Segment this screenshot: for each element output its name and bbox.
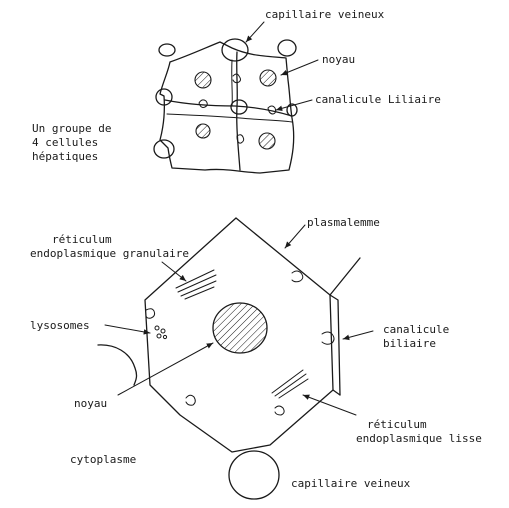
label-capillaire-veineux-top: capillaire veineux [265, 8, 385, 21]
canaliculus-bottom [236, 134, 245, 144]
arrow-reticulum-lisse [302, 394, 357, 416]
label-reticulum-lisse-line2: endoplasmique lisse [356, 432, 482, 445]
arrow-noyau-top [280, 59, 319, 76]
nucleus-bottom-left [195, 123, 211, 139]
cell-division-vertical [236, 51, 241, 171]
canaliculus-lower-left [185, 394, 196, 406]
canaliculus-top [232, 73, 241, 84]
label-group-line1: Un groupe de [32, 122, 111, 135]
capillary-top-center [221, 38, 249, 62]
canaliculus-left-wall [145, 308, 156, 319]
arrow-lysosomes [104, 324, 151, 335]
neighbor-line-top [329, 257, 361, 296]
nucleus-top-left [194, 71, 212, 89]
capillary-mid-right [286, 103, 298, 117]
label-canalicule-line2: biliaire [383, 337, 436, 350]
label-reticulum-granulaire-line1: réticulum [52, 233, 112, 246]
label-reticulum-lisse-line1: réticulum [367, 418, 427, 431]
label-lysosomes: lysosomes [30, 319, 90, 332]
label-capillaire-veineux-bottom: capillaire veineux [291, 477, 411, 490]
capillary-mid-left [155, 88, 173, 106]
label-cytoplasme: cytoplasme [70, 453, 136, 466]
arrow-capillaire-top [245, 21, 265, 43]
canaliculus-right [267, 105, 277, 115]
nucleus-bottom-right [258, 132, 276, 150]
lysosomes [154, 325, 168, 340]
capillary-center [230, 99, 248, 115]
label-group-line3: hépatiques [32, 150, 98, 163]
canaliculus-right-wall [321, 331, 335, 345]
label-canalicule-line1: canalicule [383, 323, 449, 336]
neighbor-line-bottom [332, 389, 341, 396]
adjacent-capillary-left [97, 344, 138, 386]
capillary-top-right [277, 39, 297, 57]
label-reticulum-granulaire-line2: endoplasmique granulaire [30, 247, 189, 260]
capillary-bottom [228, 450, 280, 500]
nucleus-large [212, 302, 268, 354]
arrow-plasmalemme [284, 224, 306, 249]
neighbor-line-right [329, 294, 341, 396]
canaliculus-left [198, 99, 208, 108]
arrow-noyau-bottom [117, 342, 214, 396]
label-group-line2: 4 cellules [32, 136, 98, 149]
arrow-canalicule-top [275, 99, 313, 112]
smooth-er [271, 369, 309, 399]
capillary-bottom-left [153, 139, 175, 159]
nucleus-top-right [259, 69, 277, 87]
cell-membrane [144, 217, 334, 453]
hepatocyte-drawing [97, 217, 374, 500]
arrow-canalicule-biliaire [342, 330, 374, 341]
arrow-reticulum-granulaire [161, 261, 187, 282]
cell-division-horizontal-2 [166, 113, 293, 123]
label-noyau-bottom: noyau [74, 397, 107, 410]
label-canalicule-top: canalicule Liliaire [315, 93, 441, 106]
label-noyau-top: noyau [322, 53, 355, 66]
capillary-top-left [158, 43, 176, 57]
cell-group-drawing [153, 21, 319, 174]
cell-division-vertical-2 [231, 59, 233, 107]
canaliculus-lower-right [274, 405, 285, 416]
cell-division-horizontal [164, 99, 293, 117]
granular-er [175, 269, 217, 300]
canaliculus-upper-right [291, 270, 304, 283]
label-plasmalemme: plasmalemme [307, 216, 380, 229]
cell-group-outline [159, 41, 295, 174]
